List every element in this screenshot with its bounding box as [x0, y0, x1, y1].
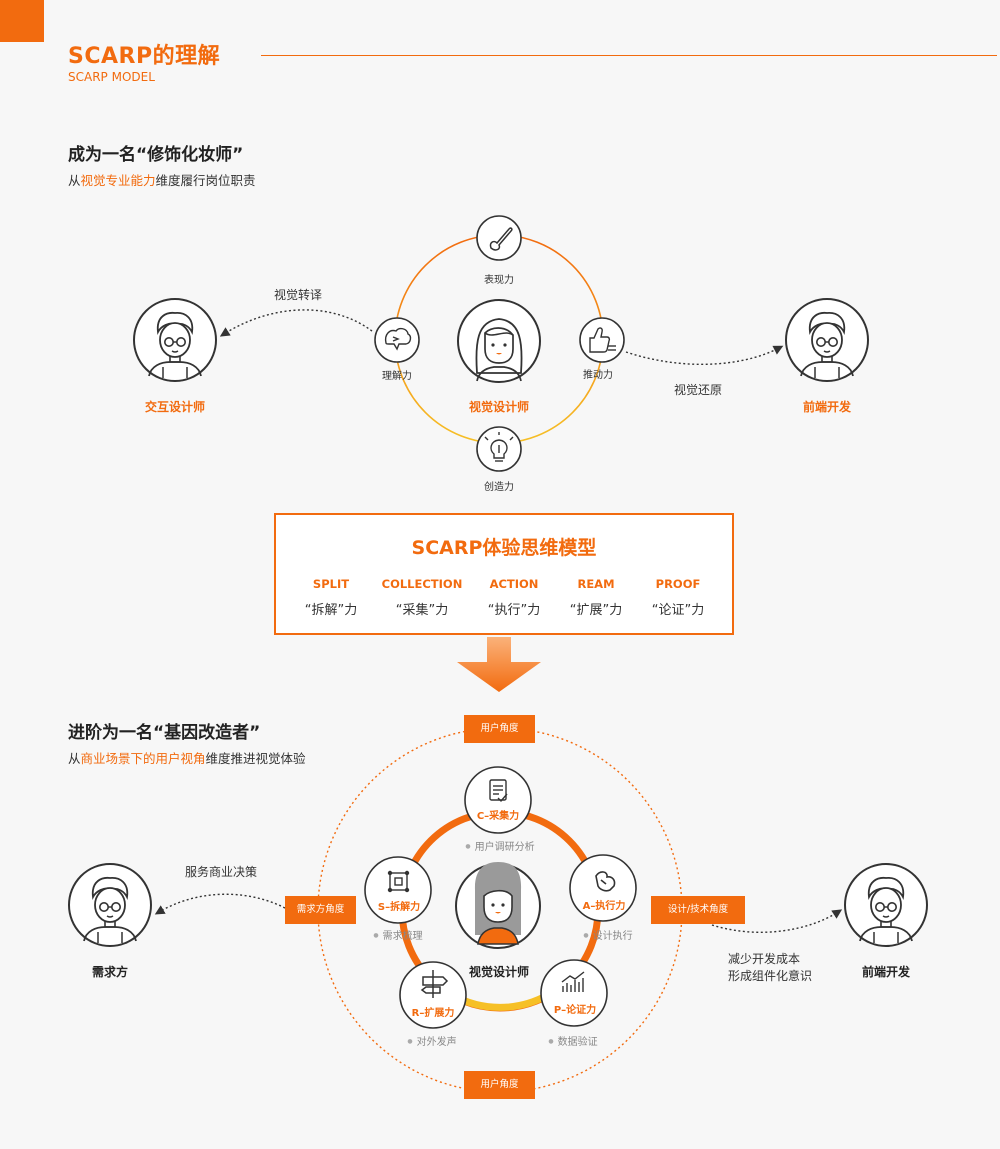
model-item-proof: PROOF “论证”力: [651, 577, 705, 618]
s2-node-s-label: S–拆解力: [377, 902, 421, 913]
s2-node-c-label: C–采集力: [476, 811, 520, 822]
lightbulb-icon: [484, 432, 514, 462]
s2-node-r-sub: 对外发声: [407, 1033, 457, 1048]
tag-top-user-angle: 用户角度: [464, 715, 535, 743]
page-title: SCARP的理解: [68, 44, 221, 69]
s1-left-person-label: 交互设计师: [144, 400, 206, 414]
section2-subtitle: 从商业场景下的用户视角维度推进视觉体验: [68, 751, 306, 766]
s2-right-arrow: [711, 909, 843, 933]
s2-node-a-label: A–执行力: [582, 901, 626, 912]
s2-right-person-avatar: [844, 863, 928, 947]
page-subtitle: SCARP MODEL: [68, 70, 155, 84]
s2-center-label: 视觉设计师: [468, 965, 530, 979]
model-item-split: SPLIT “拆解”力: [304, 577, 358, 618]
model-item-action: ACTION “执行”力: [487, 577, 541, 618]
s1-right-arrow-label: 视觉还原: [674, 383, 723, 397]
arm-icon: [595, 871, 616, 892]
s1-right-arrow: [625, 345, 784, 366]
chart-icon: [561, 971, 585, 992]
section2-title: 进阶为一名“基因改造者”: [68, 723, 261, 743]
scarp-model-box: SCARP体验思维模型 SPLIT “拆解”力 COLLECTION “采集”力…: [274, 513, 734, 635]
s1-node-right-label: 推动力: [583, 370, 613, 381]
brain-icon: [384, 327, 412, 351]
s1-center-label: 视觉设计师: [468, 400, 530, 414]
s1-left-person-avatar: [133, 298, 217, 382]
down-arrow-icon: [457, 637, 541, 692]
s1-left-arrow-label: 视觉转译: [274, 288, 323, 302]
tag-left-demand-angle: 需求方角度: [285, 896, 356, 924]
s2-node-p-label: P–论证力: [553, 1005, 597, 1016]
section1-subtitle: 从视觉专业能力维度履行岗位职责: [68, 173, 256, 188]
s2-node-s-sub: 需求梳理: [373, 927, 423, 942]
s2-right-note-line2: 形成组件化意识: [728, 969, 813, 983]
s2-left-arrow: [154, 893, 286, 915]
s1-node-left-label: 理解力: [382, 371, 412, 382]
s1-node-bottom-label: 创造力: [484, 482, 514, 493]
document-icon: [489, 779, 508, 803]
split-icon: [387, 870, 410, 893]
header-divider: [261, 55, 997, 56]
s2-node-r-label: R–扩展力: [411, 1008, 455, 1019]
s2-left-person-avatar: [68, 863, 152, 947]
s2-right-person-label: 前端开发: [861, 965, 911, 979]
tag-right-tech-angle: 设计/技术角度: [651, 896, 745, 924]
model-item-ream: REAM “扩展”力: [569, 577, 623, 618]
s1-right-person-avatar: [785, 298, 869, 382]
s2-node-p-circle: [540, 959, 608, 1027]
s1-node-top-label: 表现力: [484, 275, 514, 286]
s1-right-person-label: 前端开发: [802, 400, 852, 414]
s1-left-arrow: [219, 309, 373, 337]
section1-title: 成为一名“修饰化妆师”: [68, 145, 244, 165]
thumbs-up-icon: [589, 327, 616, 353]
model-title: SCARP体验思维模型: [411, 537, 597, 559]
s2-node-c-sub: 用户调研分析: [465, 838, 535, 853]
s1-node-top-circle: [476, 215, 522, 261]
s2-node-p-sub: 数据验证: [548, 1033, 598, 1048]
tag-bottom-user-angle: 用户角度: [464, 1071, 535, 1099]
signpost-icon: [420, 970, 449, 998]
model-item-collection: COLLECTION “采集”力: [381, 577, 463, 618]
s2-left-arrow-label: 服务商业决策: [185, 865, 258, 879]
s2-node-a-circle: [569, 854, 637, 922]
corner-accent: [0, 0, 44, 42]
s2-node-a-sub: 设计执行: [583, 927, 633, 942]
brush-icon: [489, 227, 513, 251]
s2-right-note-line1: 减少开发成本: [728, 952, 801, 966]
s1-node-right-circle: [579, 317, 625, 363]
s2-left-person-label: 需求方: [91, 965, 129, 979]
